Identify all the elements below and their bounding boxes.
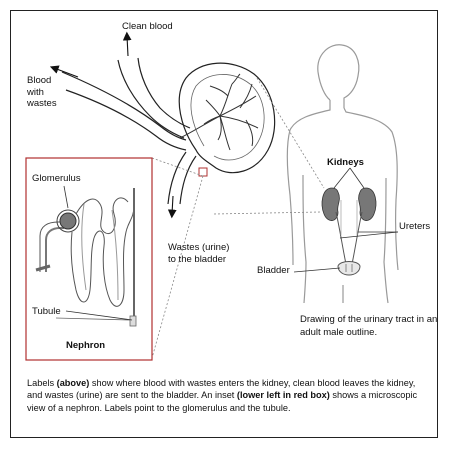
- renal-vessels: [61, 57, 197, 205]
- bladder-label: Bladder: [257, 265, 290, 276]
- blood-label-line-3: wastes: [27, 98, 57, 109]
- nephron-locator-box: [198, 167, 208, 177]
- caption-bold-above: (above): [56, 378, 90, 388]
- blood-in-arrow: [49, 65, 79, 78]
- caption-text-1: Labels: [27, 378, 57, 388]
- figure-frame: [10, 10, 438, 438]
- figure-caption: Labels (above) show where blood with was…: [27, 377, 427, 414]
- glomerulus-ball: [59, 212, 77, 230]
- wastes-urine-label: Wastes (urine) to the bladder: [168, 242, 229, 265]
- kidney-cross-section: [178, 62, 276, 174]
- ureters-label: Ureters: [399, 221, 431, 232]
- clean-blood-arrow: [122, 31, 132, 57]
- label-pointers: [293, 167, 399, 273]
- clean-blood-label: Clean blood: [122, 21, 173, 32]
- caption-text-2: show where blood with wastes enters the …: [27, 378, 416, 401]
- blood-label-line-1: Blood: [27, 75, 52, 86]
- ureters-and-bladder: [335, 200, 363, 276]
- tubule-label: Tubule: [32, 306, 61, 317]
- nephron-label: Nephron: [66, 340, 106, 351]
- body-kidneys: [321, 187, 377, 221]
- wastes-label-line-2: to the bladder: [168, 253, 227, 265]
- nephron-pointers: [63, 185, 69, 209]
- dashed-connectors: [151, 77, 325, 359]
- caption-text-3: shows a microscopic view of a nephron. L…: [27, 390, 418, 413]
- caption-bold-inset: (lower left in red box): [236, 390, 330, 401]
- glomerulus-label: Glomerulus: [32, 173, 81, 184]
- drawing-description: Drawing of the urinary tract in an adult…: [300, 314, 438, 338]
- wastes-label-line-1: Wastes (urine): [168, 242, 230, 253]
- blood-with-wastes-label: Blood with wastes: [27, 75, 57, 110]
- blood-label-line-2: with: [27, 86, 44, 98]
- urine-arrow: [167, 195, 177, 219]
- kidneys-label: Kidneys: [327, 157, 364, 168]
- male-body-outline: [286, 44, 399, 304]
